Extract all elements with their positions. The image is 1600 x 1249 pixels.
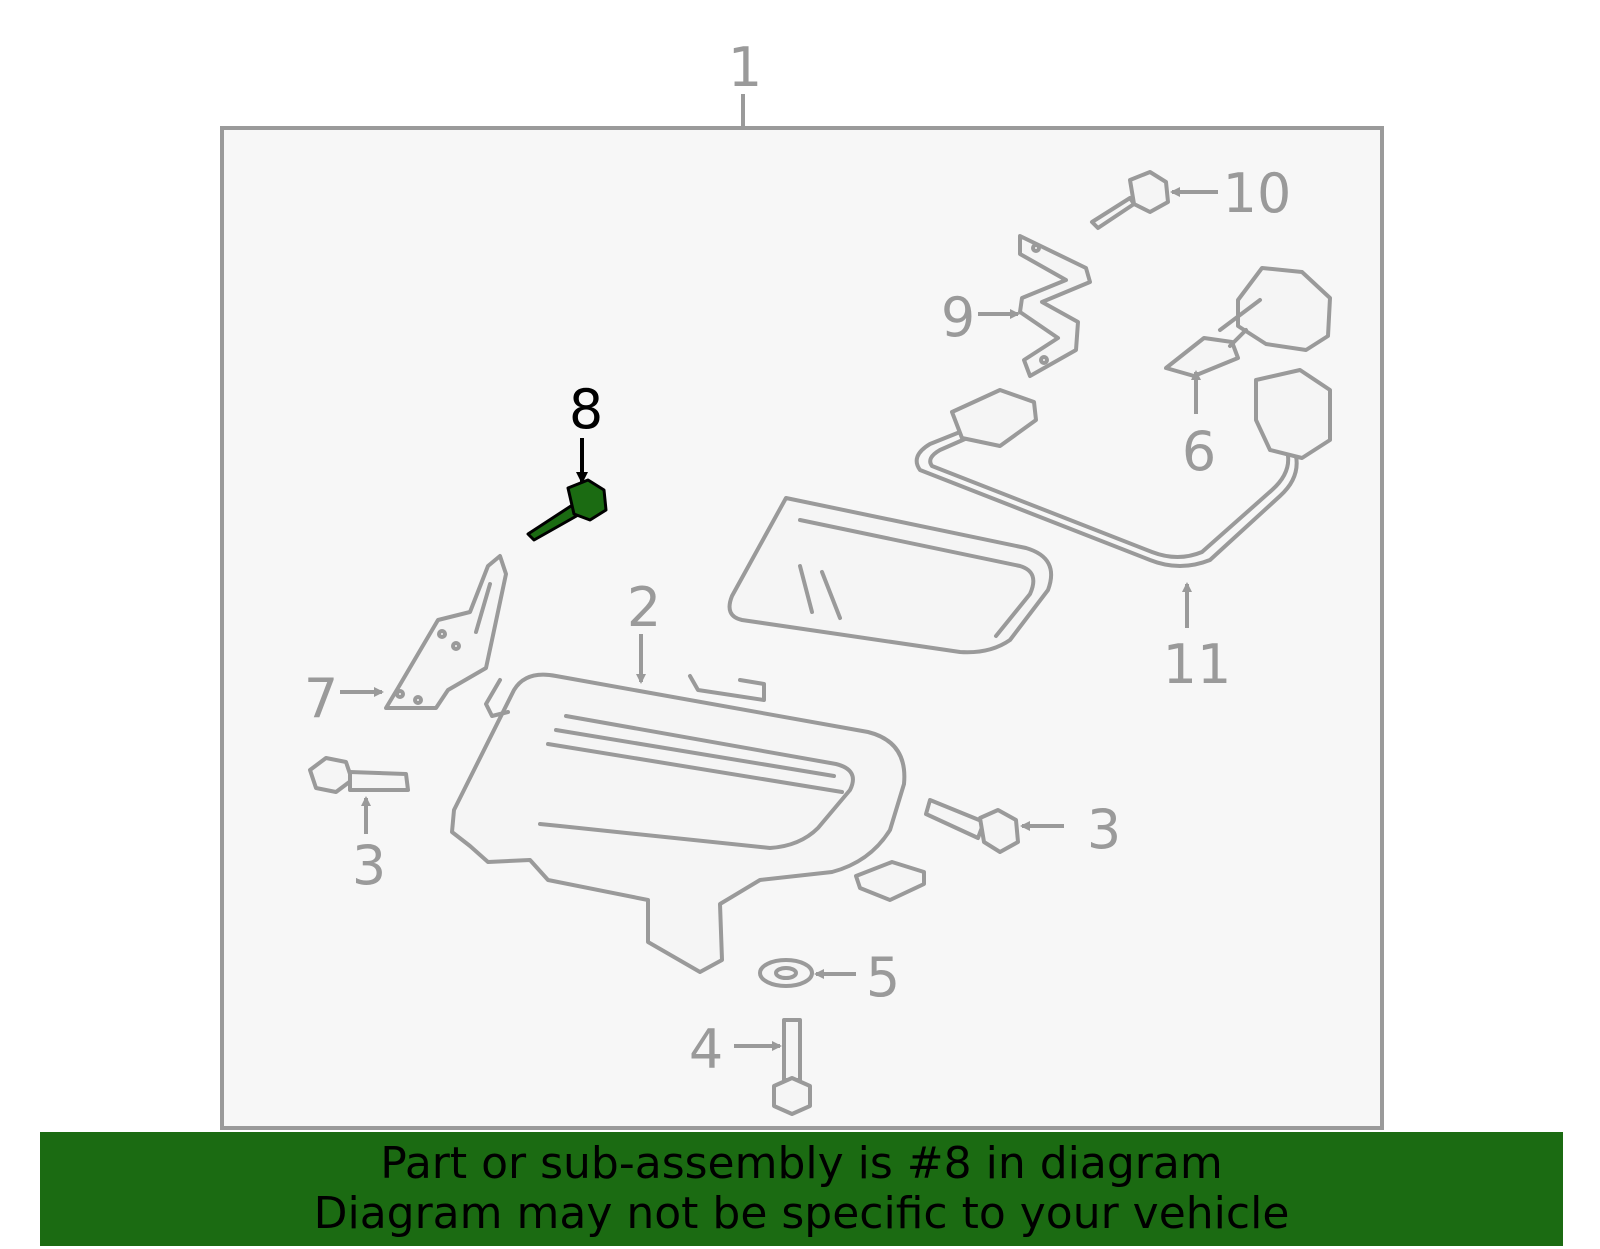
part-3-bolt-left[interactable] — [308, 756, 410, 794]
part-10-screw[interactable] — [1090, 170, 1170, 230]
callout-1-label: 1 — [728, 36, 762, 99]
part-7-bracket[interactable] — [384, 554, 508, 710]
callout-9-label: 9 — [941, 286, 975, 349]
callout-3-right-label: 3 — [1087, 798, 1121, 861]
banner-line-1: Part or sub-assembly is #8 in diagram — [380, 1138, 1223, 1189]
callout-7-label: 7 — [304, 667, 338, 730]
callout-5-label: 5 — [866, 946, 900, 1009]
part-5-washer[interactable] — [758, 958, 814, 988]
callout-6-label: 6 — [1182, 420, 1216, 483]
callout-4-label: 4 — [689, 1018, 723, 1081]
part-3-bolt-right[interactable] — [924, 798, 1020, 854]
callout-2-label: 2 — [627, 576, 661, 639]
callout-8-label: 8 — [569, 378, 603, 441]
callout-10-label: 10 — [1223, 162, 1292, 225]
part-2-housing[interactable] — [450, 672, 907, 974]
fog-lamp-lens — [727, 496, 1054, 655]
part-8-screw[interactable] — [526, 478, 608, 542]
banner-line-2: Diagram may not be specific to your vehi… — [313, 1188, 1290, 1239]
callout-11-label: 11 — [1163, 633, 1232, 696]
clip-nut — [854, 860, 926, 902]
callout-3-left-label: 3 — [352, 834, 386, 897]
part-11-harness[interactable] — [914, 368, 1332, 568]
info-banner: Part or sub-assembly is #8 in diagram Di… — [40, 1132, 1563, 1246]
part-6-bulb[interactable] — [1164, 266, 1332, 378]
part-9-bracket[interactable] — [1018, 234, 1092, 378]
part-4-bolt[interactable] — [772, 1018, 812, 1116]
